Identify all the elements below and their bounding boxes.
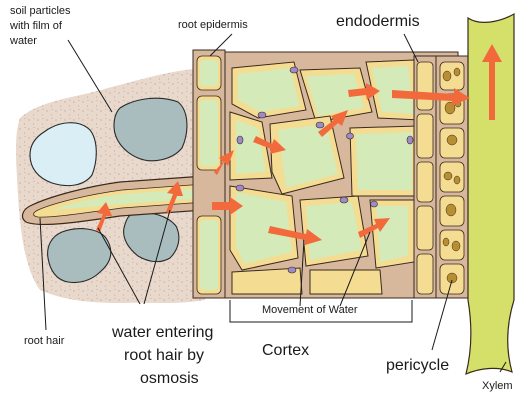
nucleus [407,136,413,144]
nucleus [316,122,324,128]
nucleus [290,67,298,73]
nucleus [258,112,266,118]
endodermis-cell [417,254,433,294]
label-cortex: Cortex [262,342,309,359]
endodermis-cell [417,62,433,110]
cortex-cells [230,60,420,294]
label-water-entering: osmosis [140,370,199,387]
endodermis-cell [417,206,433,250]
label-water-entering: root hair by [124,347,204,364]
label-soil-particles: water [9,35,37,47]
label-pericycle: pericycle [386,357,449,374]
label-soil-particles: soil particles [10,5,71,17]
nucleus [236,185,244,191]
nucleus [288,267,296,273]
nucleus [371,201,378,207]
nucleus [347,133,354,139]
pericycle [436,56,468,298]
nucleus [340,197,348,203]
label-xylem: Xylem [482,380,513,392]
label-endodermis: endodermis [336,13,420,30]
label-soil-particles: with film of [9,20,63,32]
label-movement-of-water: Movement of Water [262,304,358,316]
label-root-hair: root hair [24,335,65,347]
epidermis [193,50,225,298]
label-root-epidermis: root epidermis [178,19,248,31]
endodermis-cell [417,162,433,202]
nucleus [237,136,243,144]
endodermis-cell [417,114,433,158]
label-water-entering: water entering [111,324,213,341]
